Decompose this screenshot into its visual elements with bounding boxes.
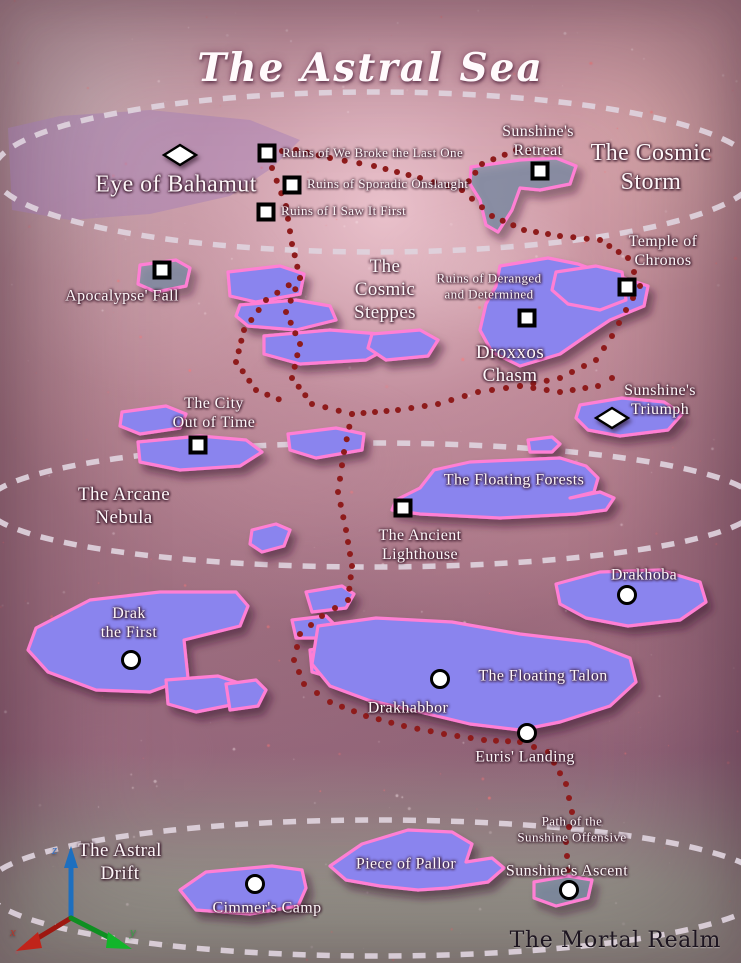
islands xyxy=(26,156,708,916)
marker-we-broke-the-last-one[interactable] xyxy=(257,143,277,163)
island-cimmers-camp xyxy=(178,864,308,916)
boundary-cosmic-storm xyxy=(0,89,741,255)
island-floating-talon xyxy=(310,616,638,732)
marker-sporadic-onslaught[interactable] xyxy=(282,175,302,195)
place-label-sunshine-s-ascent: Sunshine's Ascent xyxy=(505,862,629,880)
travel-route-4 xyxy=(517,375,615,395)
island-sunshines-triumph xyxy=(574,396,684,438)
marker-temple-of-chronos[interactable] xyxy=(617,277,637,297)
island-temple-of-chronos xyxy=(550,264,628,312)
island-mid-small xyxy=(526,435,562,454)
travel-route-5 xyxy=(279,147,465,193)
island-drak-the-first xyxy=(26,590,250,694)
marker-i-saw-it-first[interactable] xyxy=(256,202,276,222)
travel-route-2 xyxy=(233,275,303,403)
page-title: The Astral Sea xyxy=(197,45,544,92)
axis-label-z: z xyxy=(52,842,58,857)
marker-drakhoba[interactable] xyxy=(617,585,637,605)
place-label-drakhoba: Drakhoba xyxy=(610,566,678,584)
axis-label-y: y xyxy=(130,924,136,939)
axis-label-x: x xyxy=(10,924,16,939)
travel-route-3 xyxy=(291,411,575,873)
marker-cimmers-camp[interactable] xyxy=(245,874,265,894)
ruin-label-ruins-of-i-saw-it-first: Ruins of I Saw It First xyxy=(281,203,407,219)
marker-sunshines-triumph[interactable] xyxy=(593,406,631,430)
place-label-cimmer-s-camp: Cimmer's Camp xyxy=(212,899,322,917)
marker-apocalypse-fall[interactable] xyxy=(152,260,172,280)
marker-euris-landing[interactable] xyxy=(517,723,537,743)
island-lighthouse-outcrop xyxy=(248,522,292,554)
place-label-the-floating-forests: The Floating Forests xyxy=(443,471,585,489)
region-blob-eye-of-bahamut xyxy=(8,110,300,220)
place-label-euris-landing: Euris' Landing xyxy=(475,748,575,766)
region-label-eye-of-bahamut: Eye of Bahamut xyxy=(95,171,257,198)
travel-routes xyxy=(233,147,643,873)
marker-drak-the-first[interactable] xyxy=(121,650,141,670)
boundary-ellipses xyxy=(0,89,741,959)
island-sunshines-retreat xyxy=(468,156,578,234)
ruin-label-ruins-of-we-broke-the-last-one: Ruins of We Broke the Last One xyxy=(282,145,464,161)
marker-sunshines-ascent[interactable] xyxy=(559,880,579,900)
island-cosmic-steppes-a xyxy=(226,264,306,304)
mortal-realm-label: The Mortal Realm xyxy=(509,928,721,953)
ruin-label-ruins-of-sporadic-onslaught: Ruins of Sporadic Onslaught xyxy=(307,176,469,192)
marker-deranged-and-determined[interactable] xyxy=(517,308,537,328)
place-label-apocalypse-fall: Apocalypse' Fall xyxy=(65,287,179,305)
place-label-drakhabbor: Drakhabbor xyxy=(367,699,449,717)
island-drak-south-b xyxy=(224,678,268,712)
marker-city-out-of-time[interactable] xyxy=(188,435,208,455)
place-label-piece-of-pallor: Piece of Pallor xyxy=(355,855,457,873)
marker-floating-talon[interactable] xyxy=(430,669,450,689)
axis-gizmo: z x y xyxy=(8,838,148,956)
place-label-the-floating-talon: The Floating Talon xyxy=(478,667,608,685)
marker-eye-of-bahamut[interactable] xyxy=(161,143,199,167)
island-mid-strip xyxy=(286,426,366,460)
marker-ancient-lighthouse[interactable] xyxy=(393,498,413,518)
island-city-out-of-time-north xyxy=(118,404,188,436)
marker-sunshines-retreat[interactable] xyxy=(530,161,550,181)
island-cosmic-steppes-d xyxy=(366,328,440,362)
island-floating-forests xyxy=(390,456,616,520)
region-blobs xyxy=(8,110,300,220)
island-piece-of-pallor xyxy=(328,828,506,892)
